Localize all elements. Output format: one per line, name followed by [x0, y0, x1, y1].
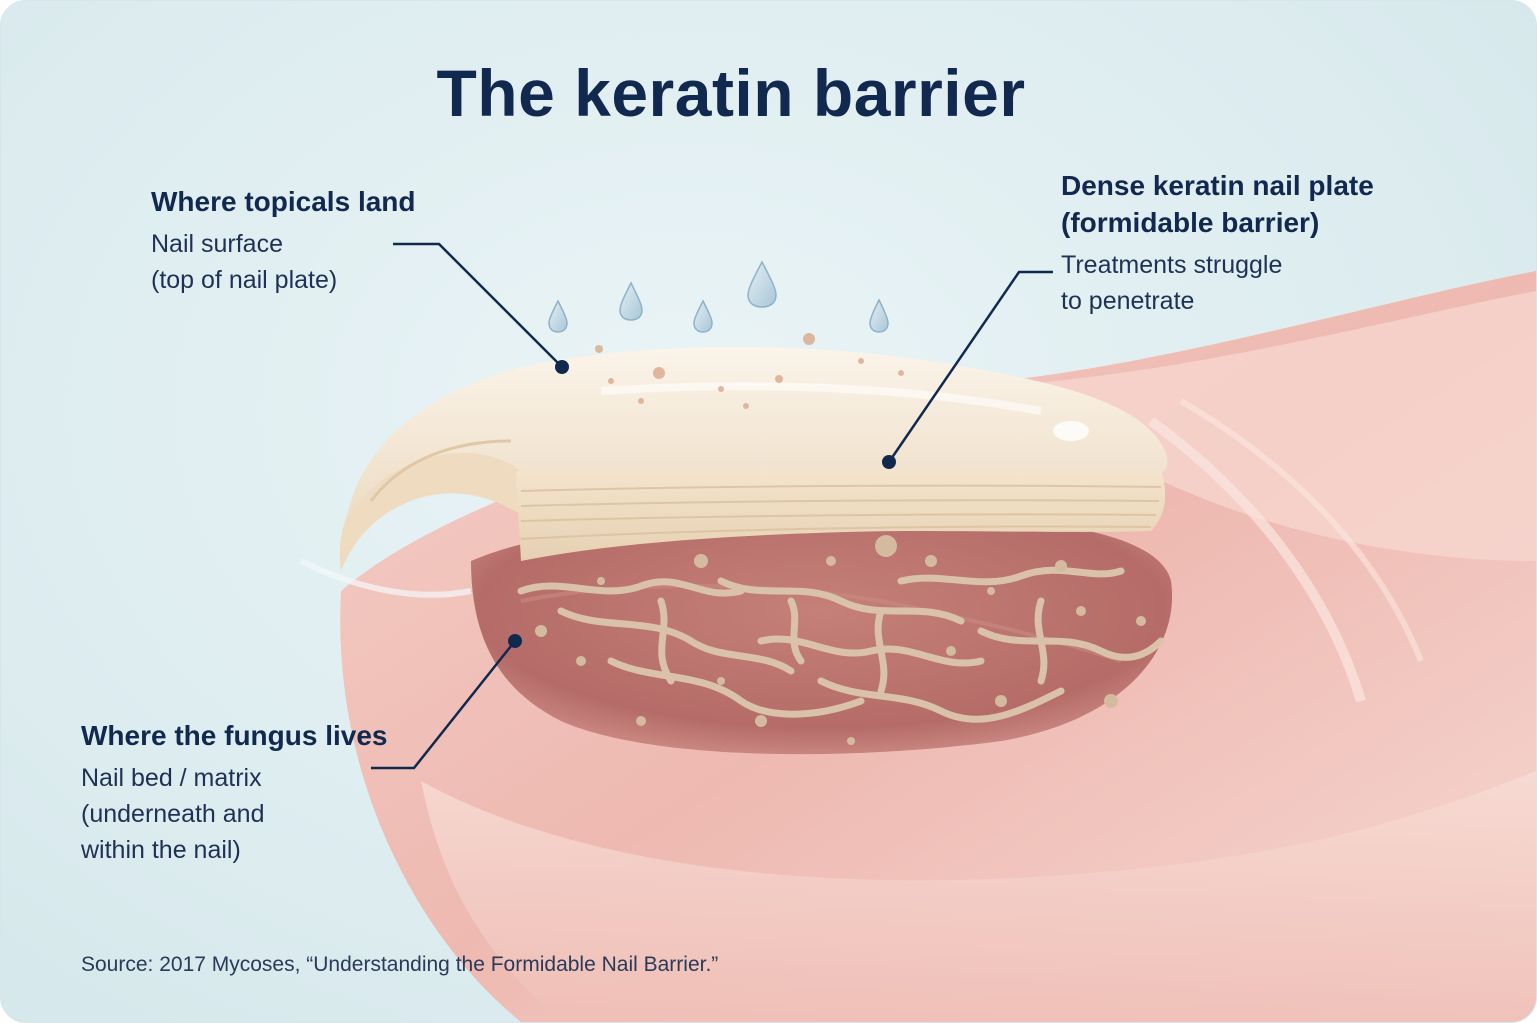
leader-line-topicals: [393, 242, 563, 368]
page-title: The keratin barrier: [436, 56, 1026, 130]
droplet: [693, 299, 713, 333]
skin-fold: [1001, 291, 1536, 561]
leader-line-fungus: [371, 640, 516, 770]
fungal-hyphae: [517, 566, 1165, 723]
skin-lower-band: [421, 771, 1536, 1022]
callout-topicals-line: Nail surface: [151, 230, 283, 258]
callout-fungus-body: Nail bed / matrix (underneath and within…: [81, 760, 441, 868]
callout-fungus: Where the fungus lives Nail bed / matrix…: [81, 717, 441, 868]
surface-particles: [595, 333, 904, 409]
droplet: [747, 260, 777, 308]
callout-nail-plate-heading-line: Dense keratin nail plate: [1061, 170, 1374, 201]
callout-fungus-line: (underneath and: [81, 800, 265, 828]
callout-topicals: Where topicals land Nail surface (top of…: [151, 183, 471, 298]
callout-topicals-heading: Where topicals land: [151, 186, 416, 217]
nail-bed: [471, 514, 1173, 755]
callout-nail-plate-line: Treatments struggle: [1061, 251, 1283, 279]
marker-dot-topicals: [555, 360, 569, 374]
leader-line-plate: [887, 270, 1053, 463]
marker-dot-plate: [882, 455, 896, 469]
callout-fungus-heading: Where the fungus lives: [81, 720, 388, 751]
callout-topicals-line: (top of nail plate): [151, 266, 338, 294]
droplet: [548, 299, 568, 333]
callout-nail-plate-heading-line: (formidable barrier): [1061, 207, 1320, 238]
nail-plate-underside-curl: [339, 440, 561, 571]
callout-fungus-line: within the nail): [81, 836, 241, 864]
callout-nail-plate-body: Treatments struggle to penetrate: [1061, 247, 1481, 319]
nail-plate-top: [346, 346, 1168, 521]
callout-fungus-line: Nail bed / matrix: [81, 764, 262, 792]
marker-dot-fungus: [508, 634, 522, 648]
droplet: [619, 281, 643, 321]
callout-nail-plate-line: to penetrate: [1061, 287, 1195, 315]
callout-topicals-body: Nail surface (top of nail plate): [151, 226, 471, 298]
source-citation: Source: 2017 Mycoses, “Understanding the…: [81, 953, 719, 976]
fungal-spores: [535, 535, 1146, 745]
droplet: [869, 298, 889, 333]
callout-nail-plate-heading: Dense keratin nail plate (formidable bar…: [1061, 167, 1481, 241]
topical-droplets: [548, 260, 889, 333]
callout-nail-plate: Dense keratin nail plate (formidable bar…: [1061, 167, 1481, 319]
